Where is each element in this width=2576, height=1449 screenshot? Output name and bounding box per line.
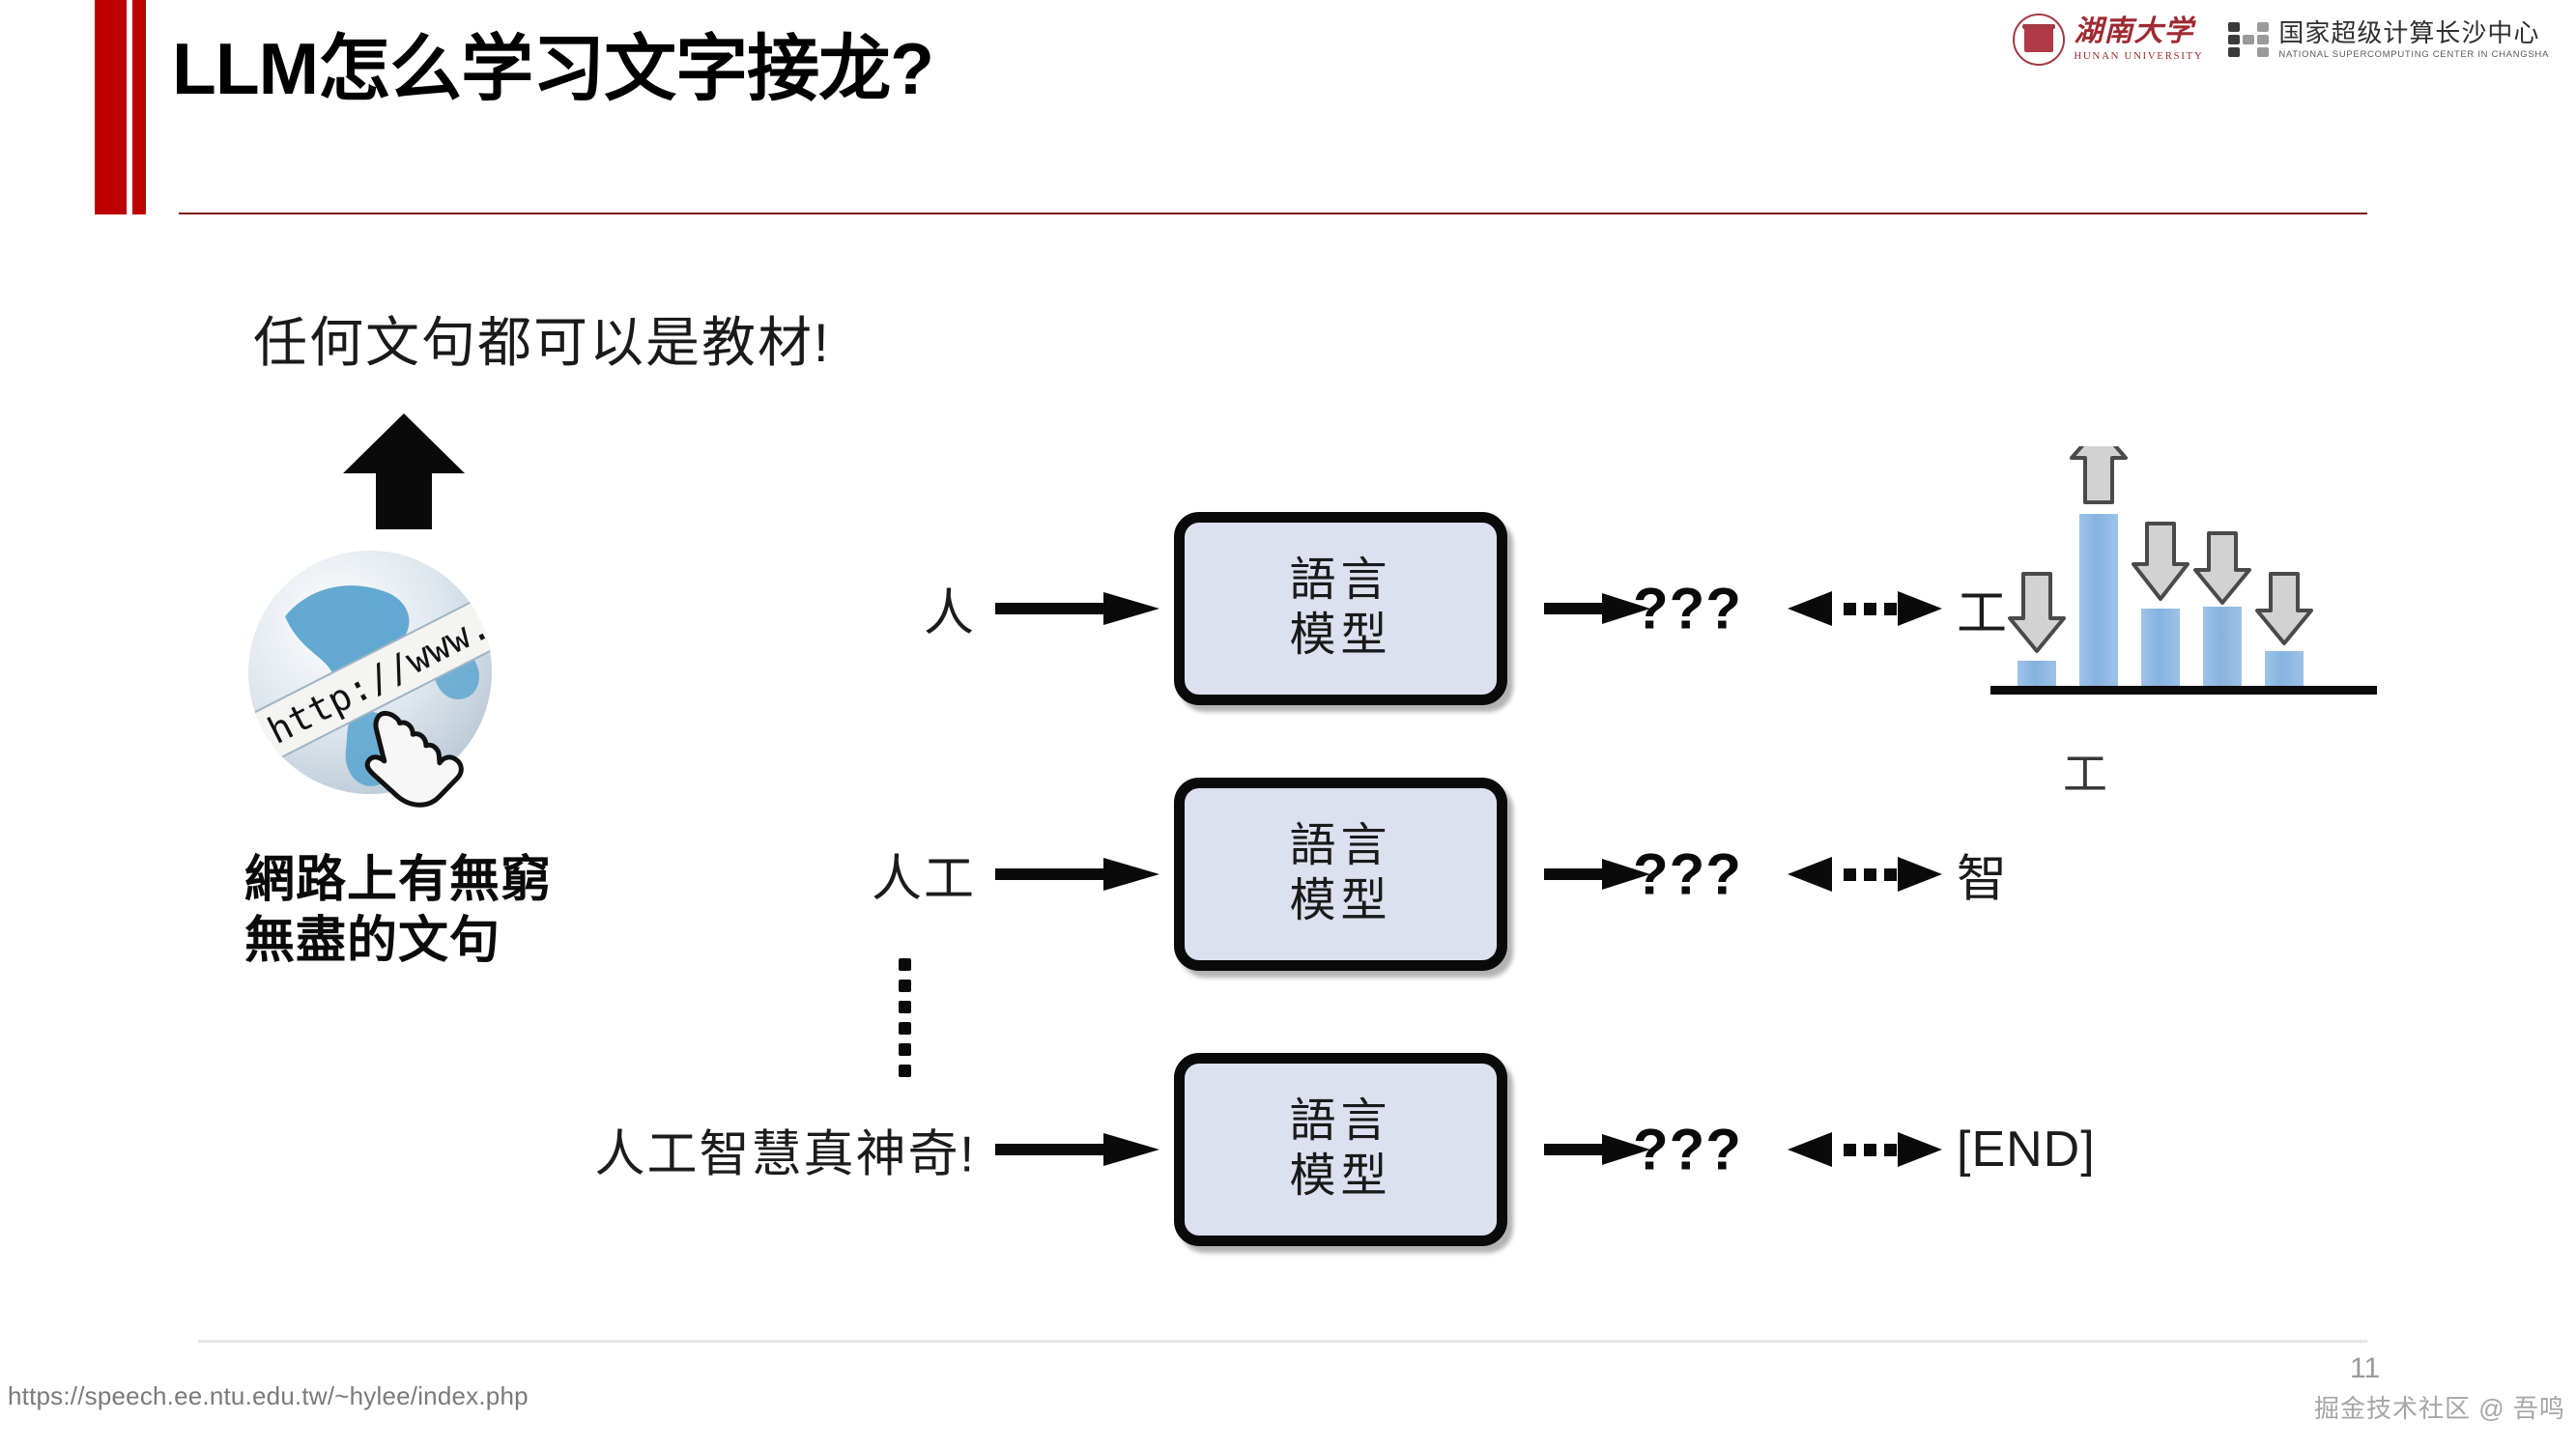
university-seal-icon <box>2013 14 2066 66</box>
right-arrow-icon <box>1544 593 1650 624</box>
flow-row: 人 語言 模型 ??? 工 <box>0 507 2576 710</box>
chart-baseline <box>1990 686 2377 695</box>
right-arrow-icon <box>1544 1134 1650 1165</box>
flow-input-holder: 人工 <box>522 773 976 976</box>
flow-input-holder: 人 <box>522 507 976 710</box>
language-model-label-line2: 模型 <box>1289 1151 1392 1202</box>
language-model-label-line1: 語言 <box>1289 554 1392 607</box>
logo-group: 湖南大学 HUNAN UNIVERSITY 国家超级计算长沙中心 NATIONA… <box>2013 14 2549 66</box>
globe-www-icon: http://www. <box>248 551 492 808</box>
language-model-label-line1: 語言 <box>1289 820 1392 872</box>
language-model-label-line2: 模型 <box>1289 610 1392 661</box>
title-accent-bar-thin <box>132 0 146 214</box>
language-model-box: 語言 模型 <box>1174 1053 1507 1246</box>
double-dotted-arrow-icon <box>1788 591 1942 626</box>
flow-input-holder: 人工智慧真神奇! <box>522 1048 976 1251</box>
endless-sentences-caption: 網路上有無窮 無盡的文句 <box>244 850 552 973</box>
prediction-placeholder: ??? <box>1633 1117 1742 1182</box>
flow-target-text: 智 <box>1957 851 2009 908</box>
any-sentence-caption: 任何文句都可以是教材! <box>253 312 831 373</box>
supercomputing-center-name-en: NATIONAL SUPERCOMPUTING CENTER IN CHANGS… <box>2278 48 2549 60</box>
supercomputing-center-logo-text: 国家超级计算长沙中心 NATIONAL SUPERCOMPUTING CENTE… <box>2278 20 2549 60</box>
page-title: LLM怎么学习文字接龙? <box>172 28 934 109</box>
chart-xlabel: 工 <box>2063 749 2107 799</box>
endless-sentences-caption-line1: 網路上有無窮 <box>244 852 553 908</box>
vertical-ellipsis-icon <box>899 958 911 1077</box>
title-accent-bar-wide <box>95 0 127 214</box>
down-arrow-icon <box>2008 572 2066 653</box>
page-number: 11 <box>2350 1352 2381 1384</box>
flow-input-text: 人 <box>923 585 976 642</box>
dot-matrix-icon <box>2228 22 2270 57</box>
language-model-box: 語言 模型 <box>1174 512 1507 705</box>
language-model-label-line2: 模型 <box>1289 875 1392 926</box>
prediction-placeholder: ??? <box>1633 576 1742 641</box>
supercomputing-center-name-cn: 国家超级计算长沙中心 <box>2278 17 2540 47</box>
header-divider <box>179 213 2367 214</box>
source-url: https://speech.ee.ntu.edu.tw/~hylee/inde… <box>8 1381 529 1410</box>
right-arrow-icon <box>995 1133 1159 1166</box>
flow-input-text: 人工智慧真神奇! <box>594 1126 976 1183</box>
watermark: 掘金技术社区 @ 吾鸣 <box>2314 1394 2565 1423</box>
down-arrow-icon <box>2255 572 2313 645</box>
footer-divider <box>198 1340 2367 1343</box>
up-arrow-icon <box>343 413 465 529</box>
right-arrow-icon <box>995 592 1159 625</box>
double-dotted-arrow-icon <box>1788 857 1942 892</box>
up-arrow-icon <box>2070 446 2128 504</box>
flow-row: 人工智慧真神奇! 語言 模型 ??? [END] <box>0 1048 2576 1251</box>
flow-target-text: [END] <box>1957 1122 2096 1178</box>
chart-annotation-arrows <box>2008 446 2313 653</box>
endless-sentences-caption-line2: 無盡的文句 <box>244 913 501 970</box>
double-dotted-arrow-icon <box>1788 1132 1942 1167</box>
right-arrow-icon <box>1544 859 1650 890</box>
flow-input-text: 人工 <box>871 851 976 908</box>
language-model-box: 語言 模型 <box>1174 778 1507 971</box>
flow-row: 人工 語言 模型 ??? 智 <box>0 773 2576 976</box>
down-arrow-icon <box>2132 522 2190 601</box>
language-model-label-line1: 語言 <box>1289 1095 1392 1148</box>
right-arrow-icon <box>995 858 1159 891</box>
hunan-university-logo-text: 湖南大学 HUNAN UNIVERSITY <box>2074 14 2204 63</box>
supercomputing-center-logo: 国家超级计算长沙中心 NATIONAL SUPERCOMPUTING CENTE… <box>2228 20 2549 60</box>
down-arrow-icon <box>2193 531 2251 605</box>
prediction-placeholder: ??? <box>1633 841 1742 907</box>
chart-bars <box>2018 514 2304 686</box>
hunan-university-name-en: HUNAN UNIVERSITY <box>2074 50 2204 62</box>
probability-bar-chart <box>1990 446 2377 695</box>
hunan-university-logo: 湖南大学 HUNAN UNIVERSITY <box>2013 14 2203 66</box>
hunan-university-name-cn: 湖南大学 <box>2074 14 2194 48</box>
flow-target-text: 工 <box>1957 585 2009 642</box>
